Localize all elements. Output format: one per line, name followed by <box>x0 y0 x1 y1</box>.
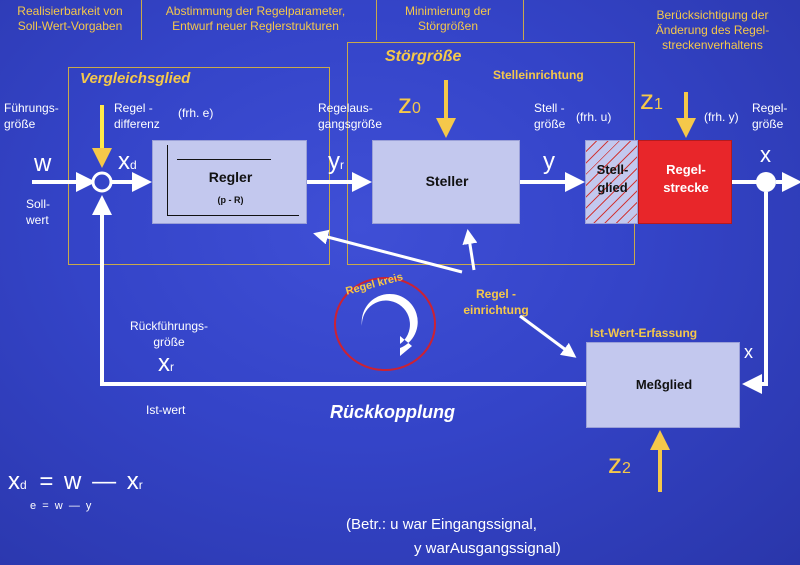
summing-junction <box>91 171 113 193</box>
stellglied-block: Stell- glied <box>585 140 638 224</box>
feedback-return-line <box>92 195 586 386</box>
regelstrecke-block: Regel- strecke <box>638 140 732 224</box>
stellglied-label: Stell- glied <box>596 162 629 195</box>
regelgroesse-label: Regel- größe <box>752 101 788 131</box>
regelstrecke-label: Regel- strecke <box>663 162 709 195</box>
stelleinrichtung-label: Stelleinrichtung <box>493 68 584 82</box>
header-divider <box>376 0 377 40</box>
regeleinr-pointer-regler <box>313 229 463 274</box>
frh-e-label: (frh. e) <box>178 106 214 120</box>
regelkreis-rotation-icon <box>361 293 418 356</box>
messglied-block: Meßglied <box>586 342 740 428</box>
frh-u-label: (frh. u) <box>576 110 612 124</box>
regeleinr-pointer-steller <box>462 229 478 271</box>
fuehrungsgroesse-label: Führungs- größe <box>4 101 59 131</box>
xr-symbol: xr <box>158 350 174 377</box>
rueckfuehrungsgroesse-label: Rückführungs- größe <box>130 319 209 349</box>
regler-block: Regler (p - R) <box>152 140 307 224</box>
xd-symbol: xd <box>118 148 137 175</box>
messglied-label: Meßglied <box>635 377 693 392</box>
sollwert-label: Soll- wert <box>26 197 51 227</box>
x-mess-symbol: x <box>744 342 753 362</box>
note-line-1: (Betr.: u war Eingangssignal, <box>346 516 537 533</box>
formula-line-1: xd = w — xr <box>8 468 143 495</box>
regler-step-vertical <box>167 145 168 215</box>
header-divider <box>523 0 524 40</box>
regelkreis-ring <box>334 277 436 371</box>
regler-step-level <box>177 159 271 160</box>
header-abstimmung: Abstimmung der Regelparameter, Entwurf n… <box>165 4 346 33</box>
regeldifferenz-label: Regel - differenz <box>114 101 160 131</box>
stoergroesse-label: Störgröße <box>385 48 462 65</box>
frh-y-label: (frh. y) <box>704 110 739 124</box>
steller-label: Steller <box>425 173 469 189</box>
regeleinr-pointer-messglied <box>519 314 577 358</box>
header-divider <box>141 0 142 40</box>
z1-symbol: z1 <box>640 84 663 115</box>
regler-label: Regler <box>208 169 253 185</box>
z0-symbol: z0 <box>398 88 421 119</box>
note-line-2: y warAusgangssignal) <box>414 540 561 557</box>
formula-line-2: e = w — y <box>30 500 92 512</box>
rueckkopplung-label: Rückkopplung <box>330 402 455 422</box>
regler-step-axis <box>167 215 299 216</box>
output-junction <box>756 172 776 192</box>
ist-wert-erfassung-label: Ist-Wert-Erfassung <box>590 326 698 340</box>
istwert-label: Ist-wert <box>146 403 186 417</box>
regelausgangsgroesse-label: Regelaus- gangsgröße <box>318 101 383 131</box>
vergleichsglied-label: Vergleichsglied <box>80 70 191 87</box>
vergleichsglied-frame <box>68 67 330 265</box>
w-symbol: w <box>34 150 52 177</box>
stellgroesse-label: Stell - größe <box>534 101 566 131</box>
regler-sublabel: (p - R) <box>217 195 244 205</box>
x-out-symbol: x <box>760 142 771 167</box>
regeleinrichtung-label: Regel - einrichtung <box>463 287 529 317</box>
z2-symbol: z2 <box>608 448 631 479</box>
feedback-down-line <box>742 192 768 394</box>
header-realisierbarkeit: Realisierbarkeit von Soll-Wert-Vorgaben <box>17 4 123 33</box>
steller-block: Steller <box>372 140 520 224</box>
y-symbol: y <box>543 148 555 175</box>
yr-symbol: yr <box>328 148 344 175</box>
header-beruecksichtigung: Berücksichtigung der Änderung des Regel-… <box>655 8 770 52</box>
header-minimierung: Minimierung der Störgrößen <box>404 4 492 33</box>
